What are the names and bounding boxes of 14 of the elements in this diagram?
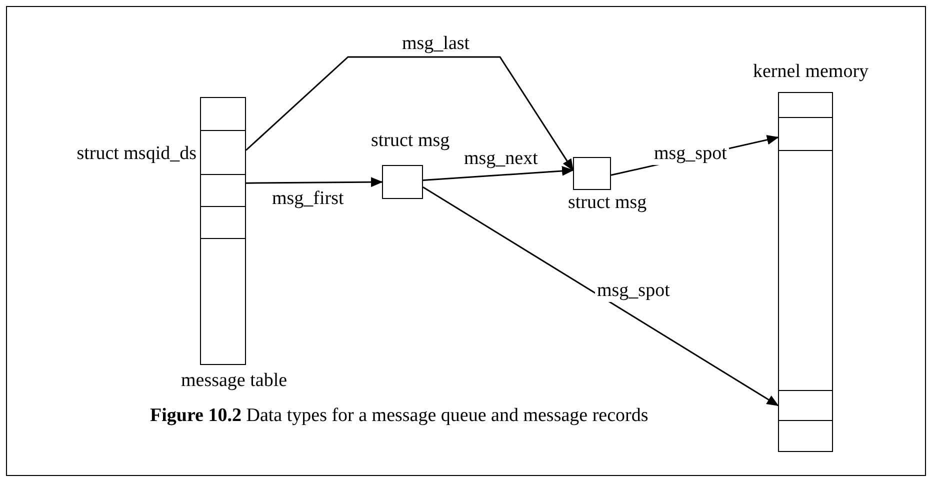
memory-cell bbox=[778, 390, 832, 420]
node-label: struct msqid_ds bbox=[76, 142, 196, 164]
node-label: message table bbox=[181, 370, 288, 392]
node-label: kernel memory bbox=[753, 61, 869, 83]
edge-label: msg_first bbox=[270, 188, 346, 210]
node-label: struct msg bbox=[371, 130, 450, 152]
arrow bbox=[422, 166, 574, 182]
arrow bbox=[422, 186, 779, 406]
arrow bbox=[246, 56, 574, 172]
edge-label: msg_last bbox=[400, 33, 472, 55]
node-label: struct msg bbox=[568, 192, 647, 214]
memory-cell bbox=[778, 116, 832, 150]
arrow bbox=[246, 177, 383, 188]
figure-caption: Figure 10.2 Data types for a message queue and message records bbox=[150, 405, 648, 427]
